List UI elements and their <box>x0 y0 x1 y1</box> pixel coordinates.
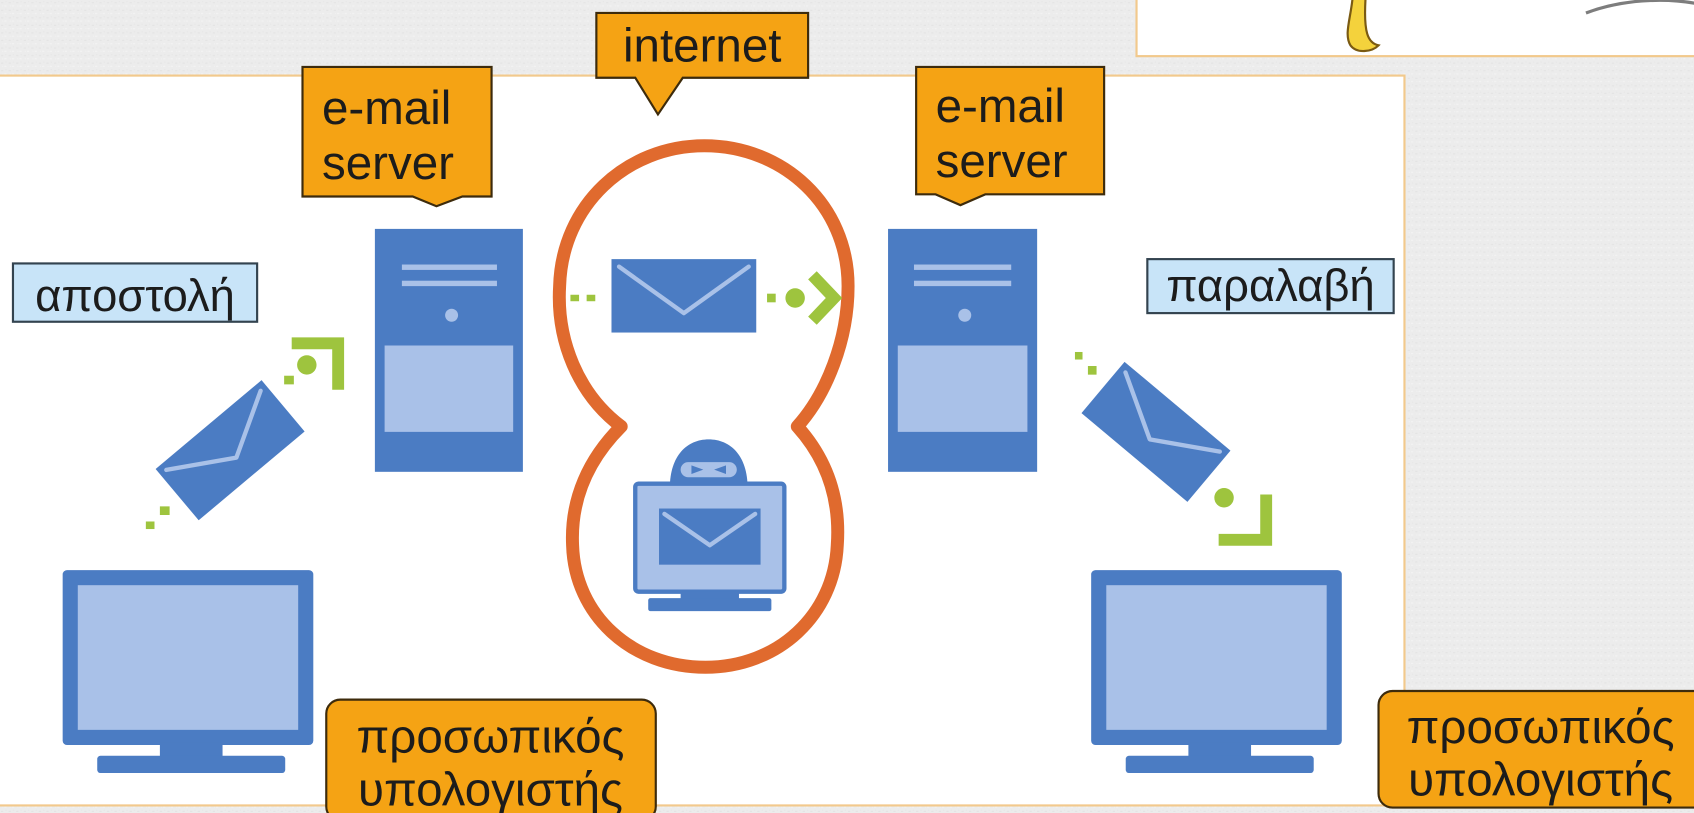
grey-curve <box>1585 0 1694 15</box>
envelope-icon <box>611 259 757 333</box>
envelope-body <box>611 259 757 333</box>
server-slot <box>913 280 1012 287</box>
receiver-pc-label-line2: υπολογιστής <box>1408 754 1673 807</box>
envelope-flap <box>1123 370 1222 454</box>
receive-label-box <box>1146 258 1395 315</box>
arrow-dot <box>1214 488 1234 508</box>
arrow-dot <box>159 506 170 516</box>
sender-server-label: e-mail server <box>301 65 493 208</box>
receiver-pc-label: προσωπικός υπολογιστής <box>1377 689 1694 809</box>
sender-server-label-line1: e-mail <box>322 82 451 135</box>
hacker-monitor-neck <box>680 591 739 601</box>
receiver-server-label-line1: e-mail <box>936 80 1065 133</box>
receiver-pc-label-line1: προσωπικός <box>1407 701 1675 754</box>
hacker-envelope-body <box>659 508 761 565</box>
arrow-dot <box>1074 351 1083 360</box>
flow-arrow-incoming <box>1074 351 1273 546</box>
receiver-pc-label-box <box>1377 689 1694 809</box>
server-slot <box>401 264 497 270</box>
server-tower-icon-right <box>888 228 1038 472</box>
arrow-dot <box>570 294 580 302</box>
arrow-dot <box>586 294 596 302</box>
server-tower-icon-left <box>374 228 523 472</box>
hacker-envelope-flap <box>662 511 758 548</box>
send-label-text: αποστολή <box>35 270 235 321</box>
envelope-body <box>1081 361 1231 502</box>
receive-label: παραλαβή <box>1146 258 1395 315</box>
envelope-flap <box>616 264 751 316</box>
hacker-eye-band <box>680 462 737 478</box>
hacker-icon <box>633 439 787 612</box>
flow-arrow-center <box>570 271 843 325</box>
envelope-flap <box>164 388 263 473</box>
arrow-head <box>808 271 843 325</box>
hacker-monitor-base <box>648 598 772 612</box>
server-slot <box>913 264 1012 270</box>
arrow-dot <box>297 355 317 375</box>
arrow-dot <box>767 293 776 303</box>
receiver-server-callout <box>915 65 1106 207</box>
send-label: αποστολή <box>11 262 259 323</box>
arrow-dot <box>145 521 155 530</box>
sender-server-callout <box>301 65 493 208</box>
sender-pc-label: προσωπικός υπολογιστής <box>325 698 657 813</box>
monitor-base <box>1125 755 1314 774</box>
monitor-base <box>97 755 286 774</box>
receive-label-text: παραλαβή <box>1166 260 1375 311</box>
server-power-light <box>445 308 459 322</box>
hacker-eye-right <box>714 465 726 474</box>
sender-pc-label-line1: προσωπικός <box>357 711 625 764</box>
envelope-body <box>155 380 305 521</box>
receiver-server-label: e-mail server <box>915 65 1106 207</box>
server-drive-panel <box>384 345 514 432</box>
hacker-eye-left <box>691 465 704 474</box>
arrow-dot <box>785 288 805 308</box>
flow-arrow-outgoing <box>145 337 345 530</box>
internet-ring <box>552 139 855 674</box>
server-slot <box>401 280 497 287</box>
server-power-light <box>958 308 972 322</box>
arrow-head <box>1218 494 1273 546</box>
arrow-dot <box>284 375 294 385</box>
internet-callout <box>595 11 810 117</box>
envelope-icon-incoming <box>1081 361 1231 502</box>
sender-server-label-line2: server <box>322 137 454 190</box>
server-drive-panel <box>897 345 1028 432</box>
desktop-computer-icon-right <box>1091 570 1342 774</box>
sender-pc-label-line2: υπολογιστής <box>358 763 623 813</box>
internet-label-text: internet <box>623 20 782 73</box>
desktop-computer-icon-left <box>62 570 314 774</box>
monitor-screen <box>1106 585 1327 730</box>
corner-panel-frame <box>1135 0 1694 58</box>
arrow-head <box>291 337 345 390</box>
monitor-screen <box>77 585 299 730</box>
receiver-server-label-line2: server <box>936 135 1068 188</box>
monitor-neck <box>1188 742 1252 758</box>
envelope-icon-outgoing <box>155 380 305 521</box>
arrow-dot <box>1087 366 1097 375</box>
corner-panel <box>1135 0 1694 58</box>
monitor-neck <box>159 742 223 758</box>
sender-pc-label-box <box>325 698 657 813</box>
send-label-box <box>11 262 259 323</box>
internet-label: internet <box>595 11 810 117</box>
yellow-shape <box>1346 0 1381 53</box>
